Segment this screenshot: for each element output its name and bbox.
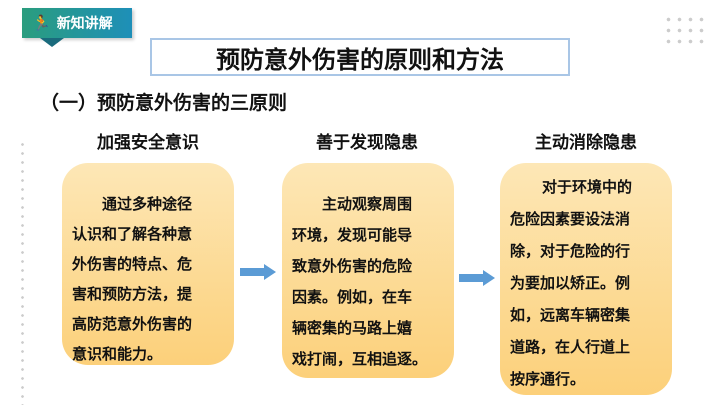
card-line: 主动观察周围 [322, 195, 413, 213]
principle-heading-2: 善于发现隐患 [316, 133, 418, 153]
principle-card-2: 主动观察周围 环境，发现可能导 致意外伤害的危险 因素。例如，在车 辆密集的马路… [282, 163, 454, 378]
principle-heading-3: 主动消除隐患 [535, 133, 637, 153]
card-line: 高防范意外伤害的 [72, 315, 193, 333]
running-person-icon: 🏃 [32, 14, 51, 32]
principle-card-3: 对于环境中的 危险因素要设法消 除，对于危险的行 为要加以矫正。例 如，远离车辆… [500, 163, 672, 395]
card-line: 对于环境中的 [542, 178, 633, 196]
card-line: 道路，在人行道上 [510, 338, 631, 356]
card-line: 因素。例如，在车 [292, 288, 413, 306]
card-line: 认识和了解各种意 [72, 225, 193, 243]
principle-card-1: 通过多种途径 认识和了解各种意 外伤害的特点、危 害和预防方法，提 高防范意外伤… [62, 163, 234, 365]
card-line: 如，远离车辆密集 [510, 306, 631, 324]
principle-heading-1: 加强安全意识 [97, 133, 199, 153]
card-line: 致意外伤害的危险 [292, 257, 413, 275]
badge-tail [40, 38, 64, 47]
card-line: 为要加以矫正。例 [510, 274, 631, 292]
card-line: 按序通行。 [510, 370, 586, 388]
page-title: 预防意外伤害的原则和方法 [150, 38, 570, 76]
card-line: 辆密集的马路上嬉 [292, 319, 413, 337]
card-line: 通过多种途径 [102, 195, 193, 213]
arrow-right-icon [240, 264, 276, 280]
decorative-dotted-line [21, 140, 24, 405]
card-line: 除，对于危险的行 [510, 242, 631, 260]
card-line: 意识和能力。 [72, 345, 163, 363]
card-line: 害和预防方法，提 [72, 285, 193, 303]
decorative-dots [663, 14, 709, 48]
arrow-right-icon [459, 270, 495, 286]
card-line: 环境，发现可能导 [292, 226, 413, 244]
card-line: 外伤害的特点、危 [72, 255, 193, 273]
section-subtitle: （一）预防意外伤害的三原则 [40, 92, 288, 114]
card-line: 危险因素要设法消 [510, 210, 631, 228]
card-line: 戏打闹，互相追逐。 [292, 350, 428, 368]
section-badge: 🏃 新知讲解 [22, 8, 132, 38]
badge-label: 新知讲解 [56, 16, 113, 32]
